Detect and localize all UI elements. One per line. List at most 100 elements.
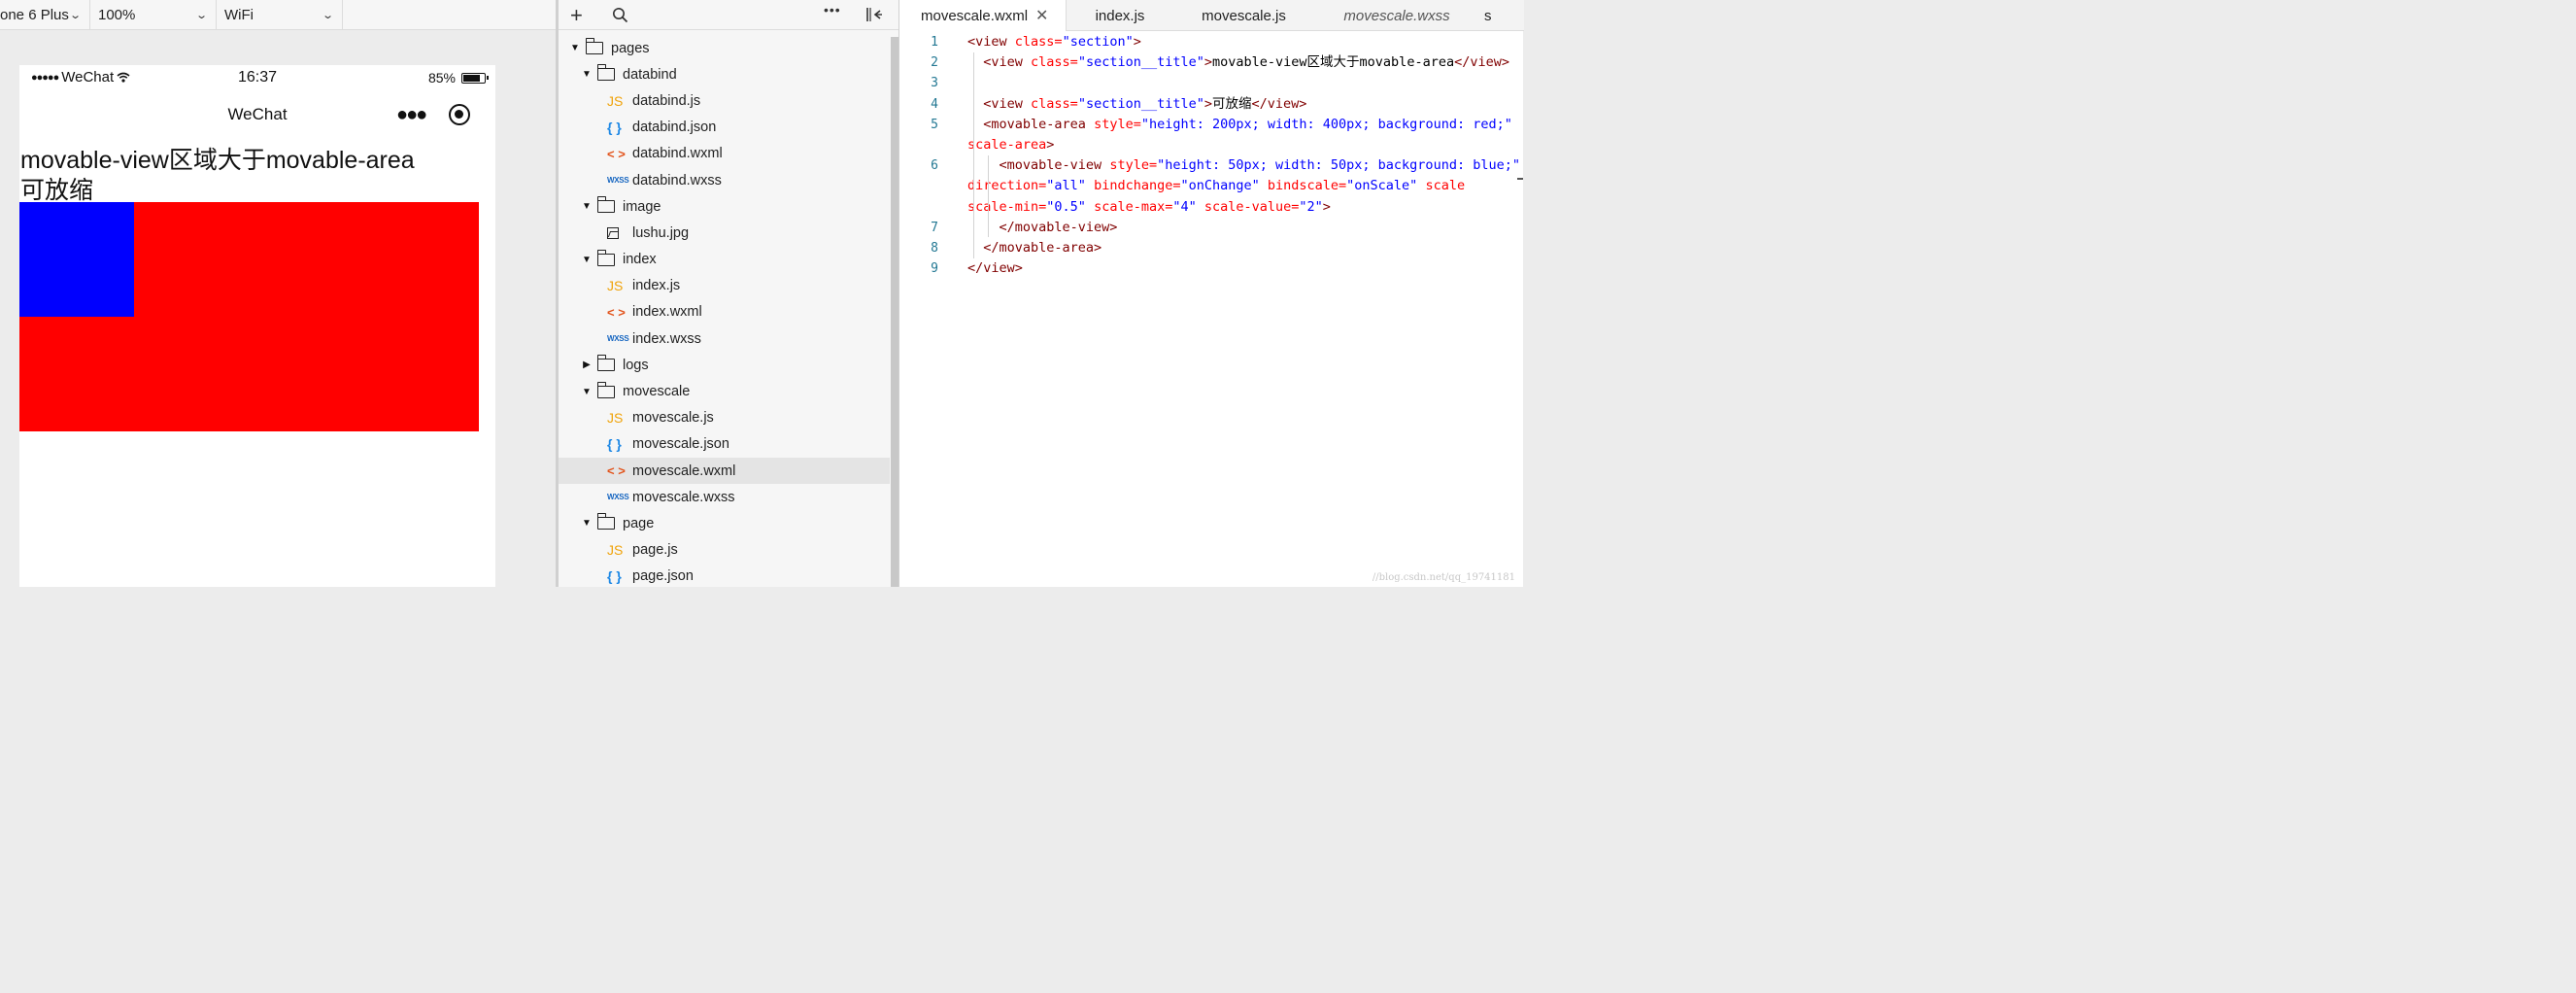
tree-file-lushu-jpg[interactable]: lushu.jpg bbox=[559, 220, 890, 246]
code-token: scale bbox=[1425, 178, 1466, 194]
tab-movescale-js[interactable]: movescale.js bbox=[1173, 0, 1314, 31]
code-token: direction= bbox=[967, 178, 1047, 194]
code-token bbox=[967, 54, 983, 70]
tree-file-databind-wxml[interactable]: < > databind.wxml bbox=[559, 141, 890, 167]
tree-item-label: movescale.wxss bbox=[632, 489, 735, 505]
tab-label: movescale.wxml bbox=[921, 7, 1029, 24]
wxml-file-icon: < > bbox=[607, 146, 626, 161]
tree-file-index-wxml[interactable]: < >index.wxml bbox=[559, 299, 890, 325]
code-token bbox=[967, 96, 983, 112]
tab-overflow[interactable]: s bbox=[1479, 0, 1518, 31]
code-text: <view class="section__title">可放缩</view> bbox=[967, 94, 1306, 115]
tree-folder-index[interactable]: ▼index bbox=[559, 247, 890, 273]
tree-folder-image[interactable]: ▼image bbox=[559, 193, 890, 220]
caret-down-icon[interactable]: ▼ bbox=[582, 69, 592, 81]
caret-right-icon[interactable]: ▶ bbox=[583, 360, 591, 371]
code-token: scale-max= bbox=[1094, 198, 1173, 215]
folder-open-icon bbox=[596, 196, 615, 214]
code-editor: movescale.wxml ✕ index.js movescale.js m… bbox=[898, 0, 1524, 587]
tree-folder-page[interactable]: ▼page bbox=[559, 510, 890, 536]
tree-folder-pages[interactable]: ▼pages bbox=[559, 35, 890, 61]
tree-file-databind-json[interactable]: { } databind.json bbox=[559, 115, 890, 141]
code-text: <view class="section__title">movable-vie… bbox=[967, 52, 1509, 73]
tree-file-index-js[interactable]: JS index.js bbox=[559, 273, 890, 299]
explorer-scrollbar[interactable] bbox=[891, 37, 898, 587]
tree-item-label: databind.json bbox=[632, 120, 717, 136]
section-title-1: movable-view区域大于movable-area bbox=[20, 147, 415, 174]
search-icon[interactable] bbox=[612, 7, 628, 23]
caret-down-icon[interactable]: ▼ bbox=[570, 43, 580, 54]
caret-down-icon[interactable]: ▼ bbox=[582, 386, 592, 397]
folder-open-icon bbox=[596, 513, 615, 531]
watermark: //blog.csdn.net/qq_19741181 bbox=[1372, 572, 1515, 583]
code-token bbox=[967, 117, 983, 132]
code-line: 8 </movable-area> bbox=[899, 238, 1524, 258]
tree-file-movescale-json[interactable]: { }movescale.json bbox=[559, 431, 890, 458]
tree-folder-movescale[interactable]: ▼movescale bbox=[559, 378, 890, 404]
code-token: </movable-area> bbox=[983, 239, 1102, 256]
code-token: scale-area bbox=[967, 136, 1047, 153]
network-select[interactable]: WiFi ⌄ bbox=[217, 0, 343, 30]
tree-folder-logs[interactable]: ▶ logs bbox=[559, 352, 890, 378]
tree-file-page-json[interactable]: { }page.json bbox=[559, 564, 890, 590]
simulator-toolbar: one 6 Plus ⌄ 100% ⌄ WiFi ⌄ bbox=[0, 0, 556, 30]
tree-item-label: databind.wxml bbox=[632, 146, 723, 162]
code-token: </movable-view> bbox=[999, 219, 1118, 235]
tab-movescale-wxml[interactable]: movescale.wxml ✕ bbox=[899, 0, 1067, 31]
zoom-select[interactable]: 100% ⌄ bbox=[90, 0, 217, 30]
explorer-toolbar: + ••• bbox=[559, 0, 898, 30]
code-token: <movable-view bbox=[999, 157, 1110, 174]
tree-item-label: page.js bbox=[632, 542, 678, 559]
tree-item-label: databind.js bbox=[632, 92, 701, 109]
section-title-2: 可放缩 bbox=[20, 177, 94, 204]
tree-file-movescale-wxml[interactable]: < >movescale.wxml bbox=[559, 458, 890, 485]
close-capsule-icon[interactable] bbox=[449, 104, 470, 125]
tab-index-js[interactable]: index.js bbox=[1067, 0, 1173, 31]
movable-area bbox=[19, 202, 479, 431]
tree-item-label: index.wxml bbox=[632, 304, 702, 321]
movable-view[interactable] bbox=[19, 202, 134, 317]
device-select-value: one 6 Plus bbox=[0, 6, 69, 23]
tree-item-label: index.js bbox=[632, 278, 681, 294]
caret-down-icon[interactable]: ▼ bbox=[582, 201, 592, 213]
collapse-panel-icon[interactable] bbox=[865, 7, 883, 22]
close-icon[interactable]: ✕ bbox=[1035, 8, 1049, 24]
tree-item-label: movescale.js bbox=[632, 410, 714, 427]
battery-fill bbox=[463, 74, 480, 82]
js-file-icon: JS bbox=[607, 278, 624, 294]
caret-down-icon[interactable]: ▼ bbox=[582, 518, 592, 530]
code-token: > bbox=[1133, 34, 1141, 50]
chevron-down-icon: ⌄ bbox=[194, 9, 208, 21]
code-token: bindscale= bbox=[1267, 178, 1347, 194]
caret-down-icon[interactable]: ▼ bbox=[582, 254, 592, 265]
tab-label: movescale.js bbox=[1202, 7, 1286, 24]
indent-guide bbox=[988, 155, 989, 237]
tree-file-movescale-js[interactable]: JS movescale.js bbox=[559, 405, 890, 431]
code-text: <movable-area style="height: 200px; widt… bbox=[967, 115, 1512, 135]
tree-item-label: logs bbox=[623, 357, 649, 373]
json-file-icon: { } bbox=[607, 120, 622, 136]
device-select[interactable]: one 6 Plus ⌄ bbox=[0, 0, 90, 30]
tab-movescale-wxss[interactable]: movescale.wxss bbox=[1314, 0, 1479, 31]
code-token: 可放缩 bbox=[1212, 95, 1252, 112]
more-icon[interactable]: ●●● bbox=[396, 104, 427, 125]
code-line: 2 <view class="section__title">movable-v… bbox=[899, 52, 1524, 73]
tree-folder-databind[interactable]: ▼databind bbox=[559, 61, 890, 87]
tree-item-label: movescale.json bbox=[632, 436, 729, 453]
code-area[interactable]: 1<view class="section">2 <view class="se… bbox=[899, 32, 1524, 279]
code-token: class= bbox=[1031, 54, 1078, 71]
code-token: "all" bbox=[1046, 178, 1095, 194]
more-icon[interactable]: ••• bbox=[824, 2, 841, 17]
js-file-icon: JS bbox=[607, 410, 624, 427]
add-icon[interactable]: + bbox=[570, 3, 583, 27]
code-token: style= bbox=[1094, 116, 1141, 132]
folder-open-icon bbox=[596, 381, 615, 398]
tree-item-label: databind.wxss bbox=[632, 172, 722, 188]
code-text: scale-area> bbox=[967, 135, 1054, 155]
code-token: "onScale" bbox=[1346, 178, 1426, 194]
